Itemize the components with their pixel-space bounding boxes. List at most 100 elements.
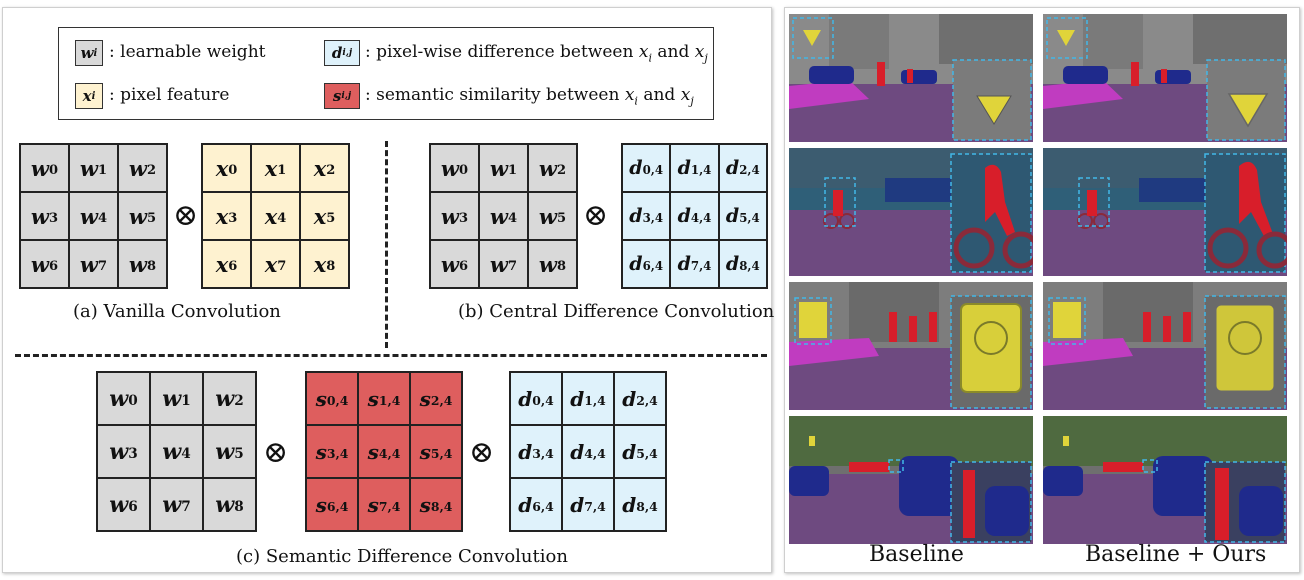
baseline-result-1 <box>789 14 1033 142</box>
segmentation-results-panel: Baseline Baseline + Ours <box>784 7 1300 573</box>
legend-similarity-symbol: s <box>332 87 342 105</box>
baseline-result-2 <box>789 148 1033 276</box>
legend-difference-symbol: d <box>331 44 343 62</box>
column-label-ours: Baseline + Ours <box>1085 542 1267 567</box>
legend-weight-symbol: w <box>80 44 94 62</box>
legend-weight-sub: i <box>93 47 98 59</box>
caption-central-difference: (b) Central Difference Convolution <box>458 301 775 322</box>
legend-difference-sub: i,j <box>342 48 353 58</box>
baseline-result-4 <box>789 416 1033 544</box>
legend-similarity-sub: i,j <box>341 91 352 101</box>
caption-semantic-difference: (c) Semantic Difference Convolution <box>236 546 568 567</box>
sdc-conv-operator-2: ⊗ <box>469 435 495 470</box>
legend-pixel-symbol: x <box>82 87 92 105</box>
legend-similarity-text: : semantic similarity between xi and xj <box>365 85 694 108</box>
vanilla-conv-operator: ⊗ <box>173 198 199 233</box>
separator-vertical <box>385 141 388 348</box>
legend-pixel-sub: i <box>91 90 96 102</box>
legend-difference-text: : pixel-wise difference between xi and x… <box>365 42 708 65</box>
baseline-result-3 <box>789 282 1033 410</box>
ours-result-4 <box>1043 416 1287 544</box>
cdc-conv-operator: ⊗ <box>583 198 609 233</box>
column-label-baseline: Baseline <box>869 542 964 567</box>
sdc-conv-operator-1: ⊗ <box>263 435 289 470</box>
ours-result-1 <box>1043 14 1287 142</box>
